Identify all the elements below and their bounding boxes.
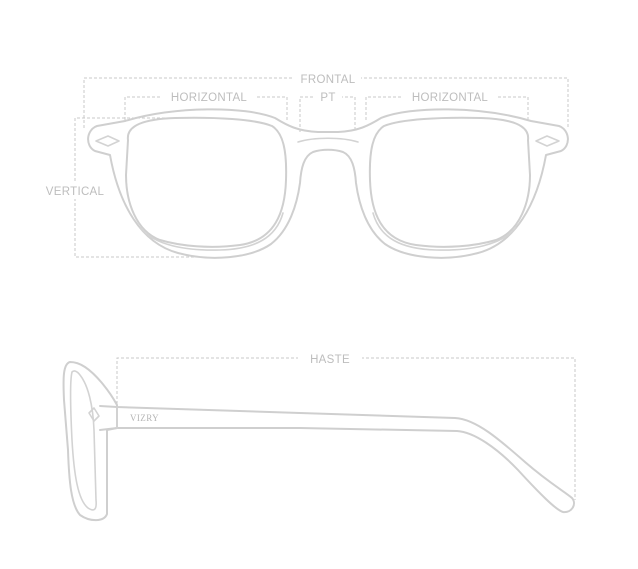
side-front-inner (69, 370, 97, 511)
frontal-dimension: FRONTAL (83, 70, 569, 128)
pt-label: PT (320, 92, 335, 104)
side-front-rim (62, 361, 118, 522)
left-lens (125, 116, 288, 248)
haste-label: HASTE (310, 354, 350, 366)
left-lens-bottom-rim (139, 212, 284, 251)
horizontal-left-label: HORIZONTAL (171, 92, 248, 104)
right-lens-bottom-rim (372, 212, 517, 251)
horizontal-right-label: HORIZONTAL (412, 92, 489, 104)
haste-dimension: HASTE (116, 350, 576, 500)
vertical-label: VERTICAL (46, 186, 105, 198)
horizontal-right-dimension: HORIZONTAL (365, 89, 529, 120)
bridge-top (297, 137, 359, 143)
side-view: HASTE VIZRY (62, 350, 576, 522)
horizontal-left-dimension: HORIZONTAL (124, 89, 288, 120)
right-hinge-diamond (535, 135, 560, 147)
side-frame: VIZRY (62, 361, 575, 522)
pt-dimension: PT (299, 89, 356, 132)
brand-logo-text: VIZRY (130, 413, 159, 423)
frontal-label: FRONTAL (301, 74, 356, 86)
left-hinge-diamond (95, 135, 120, 147)
temple-arm (99, 405, 575, 514)
side-hinge-diamond (88, 407, 100, 422)
right-lens (368, 116, 531, 248)
front-frame (87, 108, 569, 259)
front-frame-outline (87, 108, 569, 259)
front-view: FRONTAL HORIZONTAL PT HORIZONTAL VERTICA… (42, 70, 569, 259)
